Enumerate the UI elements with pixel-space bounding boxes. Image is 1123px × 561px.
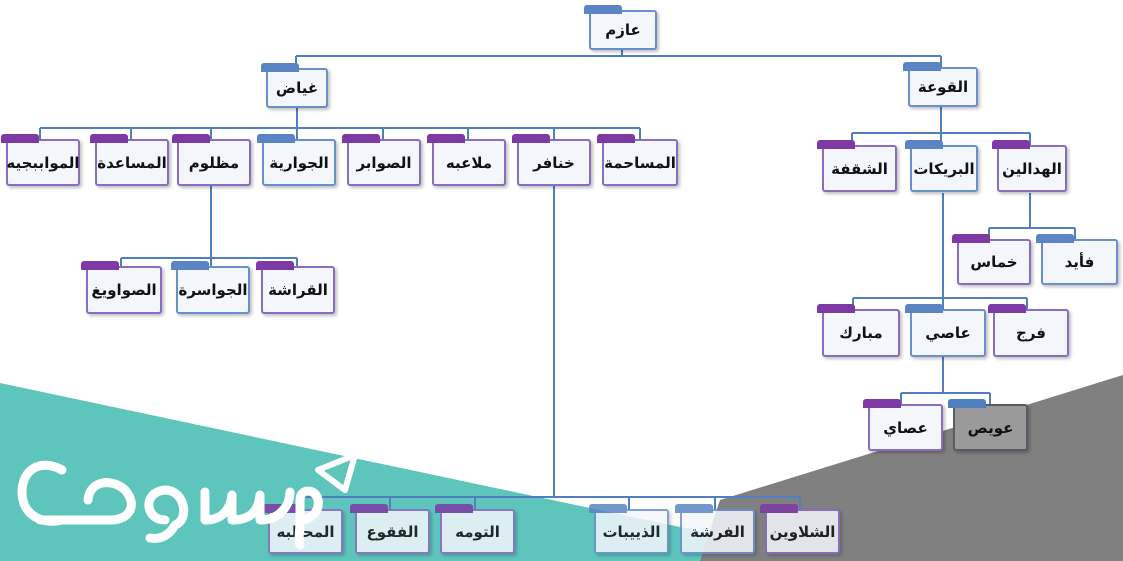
node-tab bbox=[261, 63, 299, 72]
node-hadalin: الهدالين bbox=[992, 140, 1067, 192]
node-tab bbox=[81, 261, 119, 270]
node-tab bbox=[1, 134, 39, 143]
node-tab bbox=[597, 134, 635, 143]
node-uwais: عويص bbox=[948, 399, 1028, 451]
node-label: مبارك bbox=[839, 324, 883, 342]
node-qawa: القوعة bbox=[903, 62, 978, 107]
node-shalawin: الشلاوين bbox=[760, 504, 840, 554]
node-musahama: المساحمة bbox=[597, 134, 678, 186]
node-tab bbox=[675, 504, 713, 513]
node-label: القوعة bbox=[917, 78, 969, 96]
node-tab bbox=[988, 304, 1026, 313]
node-label: الصواويغ bbox=[91, 281, 157, 299]
node-tab bbox=[817, 304, 855, 313]
node-label: ملاعبه bbox=[445, 153, 493, 172]
node-tab bbox=[435, 504, 473, 513]
node-label: الهدالين bbox=[1002, 159, 1062, 178]
node-tab bbox=[952, 234, 990, 243]
node-label: الفقوع bbox=[366, 522, 419, 541]
node-musaada: المساعدة bbox=[90, 134, 169, 186]
node-tab bbox=[342, 134, 380, 143]
node-tab bbox=[589, 504, 627, 513]
node-farsha: الفرشة bbox=[675, 504, 755, 554]
node-label: غياض bbox=[275, 79, 319, 97]
node-label: الجواسرة bbox=[178, 281, 248, 299]
node-label: المساعدة bbox=[97, 153, 167, 172]
node-label: خنافر bbox=[533, 153, 575, 172]
node-label: فأيد bbox=[1064, 253, 1095, 271]
node-tab bbox=[263, 504, 301, 513]
node-label: خماس bbox=[970, 253, 1018, 271]
node-malaiba: ملاعبه bbox=[427, 134, 506, 186]
node-faraj: فرج bbox=[988, 304, 1069, 357]
node-sawawigh: الصواويغ bbox=[81, 261, 162, 314]
node-tab bbox=[760, 504, 798, 513]
node-tab bbox=[256, 261, 294, 270]
node-label: عصاي bbox=[883, 418, 928, 437]
node-tab bbox=[90, 134, 128, 143]
node-shaqfa: الشقفة bbox=[817, 140, 897, 192]
node-tab bbox=[903, 62, 941, 71]
node-fayed: فأيد bbox=[1036, 234, 1118, 285]
node-label: فرج bbox=[1016, 324, 1046, 342]
node-label: مظلوم bbox=[188, 153, 240, 172]
node-jawasra: الجواسرة bbox=[171, 261, 250, 314]
node-tab bbox=[257, 134, 295, 143]
node-label: الشلاوين bbox=[769, 522, 836, 541]
node-label: المساحمة bbox=[604, 153, 676, 172]
node-faqou: الفقوع bbox=[350, 504, 430, 554]
node-label: التومه bbox=[455, 522, 500, 541]
node-tab bbox=[817, 140, 855, 149]
node-label: البريكات bbox=[913, 159, 975, 178]
node-tab bbox=[905, 140, 943, 149]
node-label: الصوابر bbox=[356, 153, 412, 172]
node-label: المحالبه bbox=[276, 522, 335, 541]
node-label: عاصي bbox=[925, 324, 971, 342]
node-tab bbox=[905, 304, 943, 313]
node-root: عازم bbox=[584, 5, 657, 50]
node-tawma: التومه bbox=[435, 504, 515, 554]
node-tab bbox=[427, 134, 465, 143]
node-label: المواببجيه bbox=[6, 153, 80, 172]
node-khammas: خماس bbox=[952, 234, 1031, 285]
node-tab bbox=[992, 140, 1030, 149]
node-asi: عاصي bbox=[905, 304, 986, 357]
node-tab bbox=[1036, 234, 1074, 243]
node-tab bbox=[512, 134, 550, 143]
node-ghayad: غياض bbox=[261, 63, 328, 108]
node-label: القراشة bbox=[268, 281, 328, 299]
node-tab bbox=[948, 399, 986, 408]
node-label: الفرشة bbox=[690, 522, 745, 541]
node-sawabir: الصوابر bbox=[342, 134, 421, 186]
node-mubarak: مبارك bbox=[817, 304, 900, 357]
node-label: الشقفة bbox=[831, 159, 888, 178]
node-buraykat: البريكات bbox=[905, 140, 978, 192]
node-jawariya: الجوارية bbox=[257, 134, 336, 186]
node-qarasha: القراشة bbox=[256, 261, 335, 314]
node-label: عويص bbox=[967, 418, 1014, 437]
node-khanafer: خنافر bbox=[512, 134, 591, 186]
node-tab bbox=[584, 5, 622, 14]
node-dhuyaybat: الذييبات bbox=[589, 504, 669, 554]
node-tab bbox=[350, 504, 388, 513]
node-tab bbox=[171, 261, 209, 270]
node-label: عازم bbox=[605, 21, 641, 39]
node-label: الذييبات bbox=[602, 522, 661, 541]
node-mawabiya: المواببجيه bbox=[1, 134, 80, 186]
node-tab bbox=[863, 399, 901, 408]
node-mazloum: مظلوم bbox=[172, 134, 251, 186]
node-asay: عصاي bbox=[863, 399, 943, 451]
node-label: الجوارية bbox=[269, 153, 329, 172]
node-mahaliba: المحالبه bbox=[263, 504, 343, 554]
node-tab bbox=[172, 134, 210, 143]
